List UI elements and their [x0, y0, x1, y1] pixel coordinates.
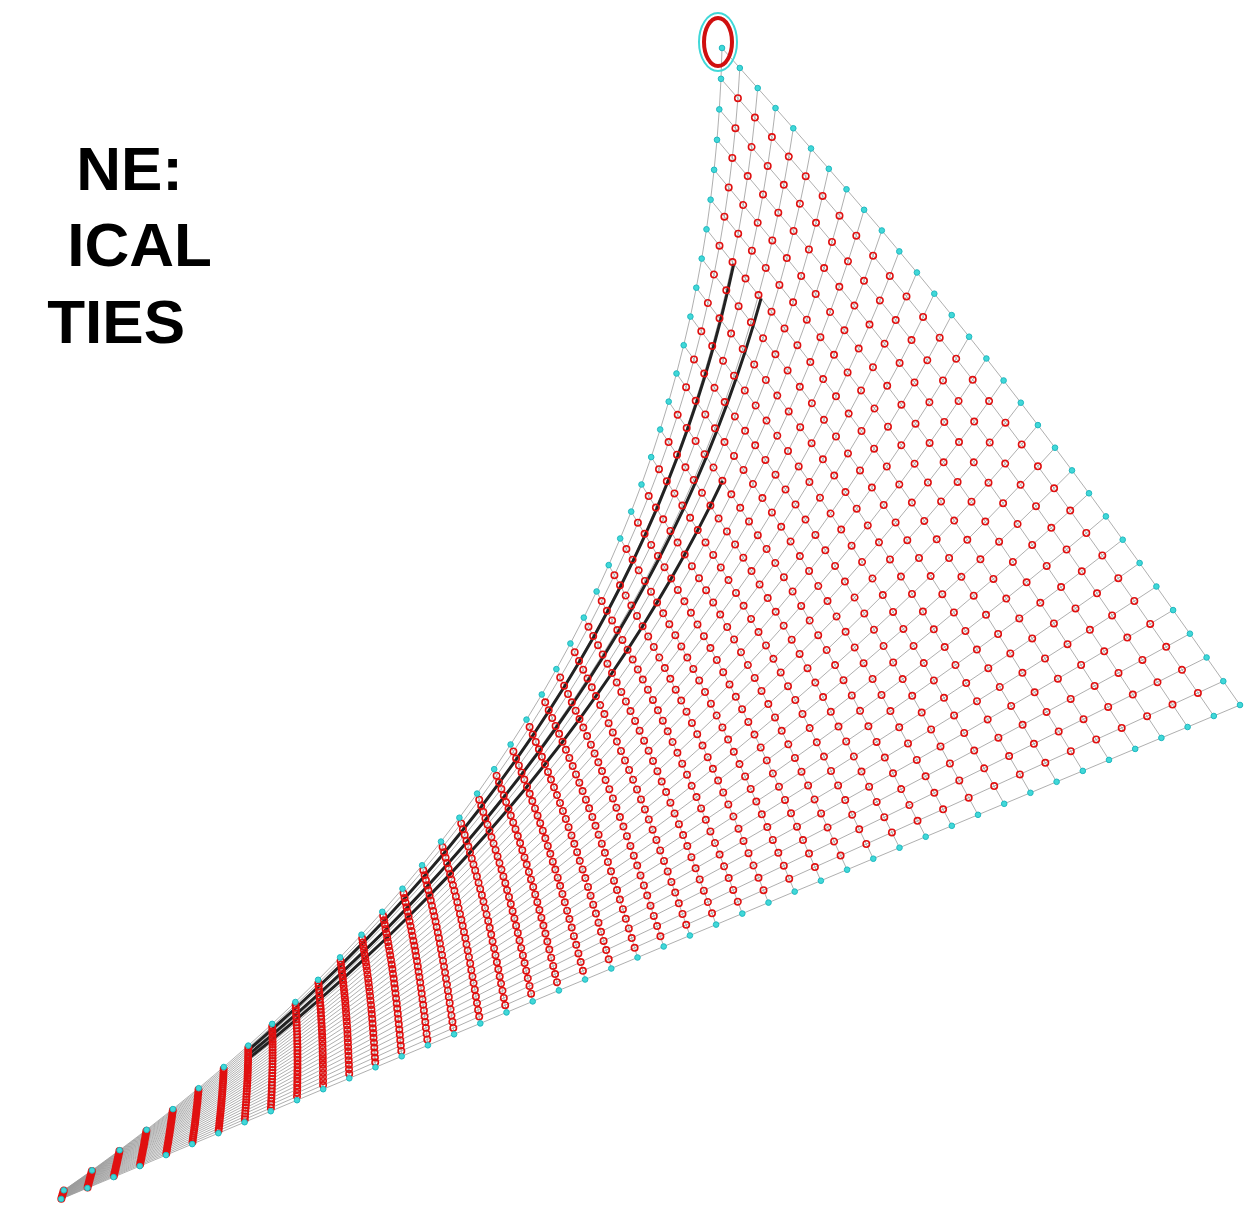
title-fragment: ICAL	[67, 214, 212, 276]
bond-mesh	[61, 48, 1240, 1199]
title-fragment: TIES	[47, 291, 185, 353]
scroll-curl-edge	[699, 13, 737, 71]
edge-atoms	[58, 45, 1242, 1202]
ridge-bonds	[248, 264, 761, 1059]
carbon-atoms	[58, 95, 1201, 1202]
scroll-curl	[704, 18, 732, 66]
title-fragment: NE:	[76, 138, 183, 200]
